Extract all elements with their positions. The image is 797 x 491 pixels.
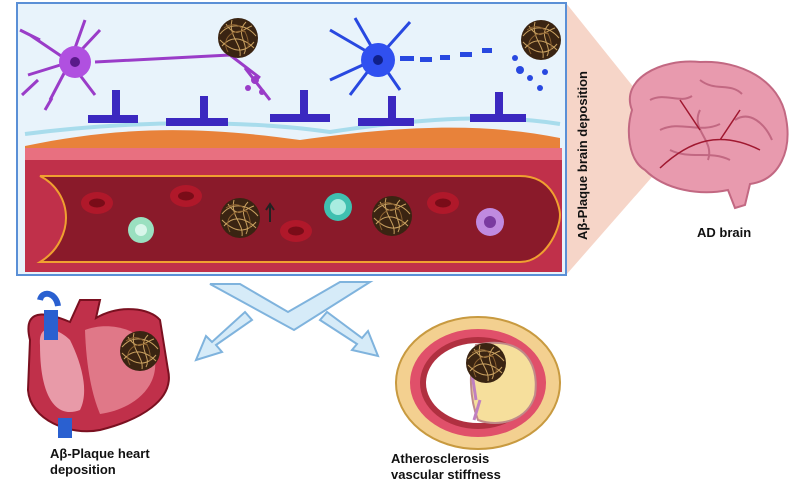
arrow-icon — [318, 310, 380, 358]
brain-deposition-label: Aβ-Plaque brain deposition — [575, 71, 590, 240]
amyloid-plaque-icon — [520, 19, 562, 61]
red-blood-cell-icon — [427, 192, 459, 214]
heart-deposition-label: Aβ-Plaque heart deposition — [50, 446, 150, 478]
ad-brain-label: AD brain — [697, 225, 752, 240]
white-blood-cell-icon — [324, 193, 352, 221]
amyloid-plaque-icon — [465, 342, 507, 384]
amyloid-plaque-icon — [217, 17, 259, 59]
astrocyte-end-feet — [88, 90, 526, 126]
atherosclerosis-label: Atherosclerosis vascular stiffness — [391, 451, 501, 483]
artery-cross-section-icon — [395, 316, 561, 450]
arrow-icon — [194, 310, 254, 362]
endothelium — [25, 148, 562, 160]
projection-shape — [566, 3, 680, 275]
arrow-icon — [209, 281, 374, 332]
red-blood-cell-icon — [280, 220, 312, 242]
white-blood-cell-icon — [476, 208, 504, 236]
red-blood-cell-icon — [81, 192, 113, 214]
amyloid-plaque-icon — [219, 197, 261, 239]
heart-label-line2: deposition — [50, 462, 116, 477]
white-blood-cell-icon — [128, 217, 154, 243]
athero-label-line2: vascular stiffness — [391, 467, 501, 482]
red-blood-cell-icon — [170, 185, 202, 207]
pericyte-layer — [25, 127, 560, 150]
athero-label-line1: Atherosclerosis — [391, 451, 490, 466]
neuron-purple-icon — [19, 19, 272, 111]
flow-arrow-icon — [265, 202, 275, 222]
amyloid-plaque-icon — [371, 195, 413, 237]
neuron-blue-icon — [329, 17, 548, 96]
brain-icon — [627, 60, 789, 210]
amyloid-plaque-icon — [119, 330, 161, 372]
heart-label-line1: Aβ-Plaque heart — [50, 446, 150, 461]
